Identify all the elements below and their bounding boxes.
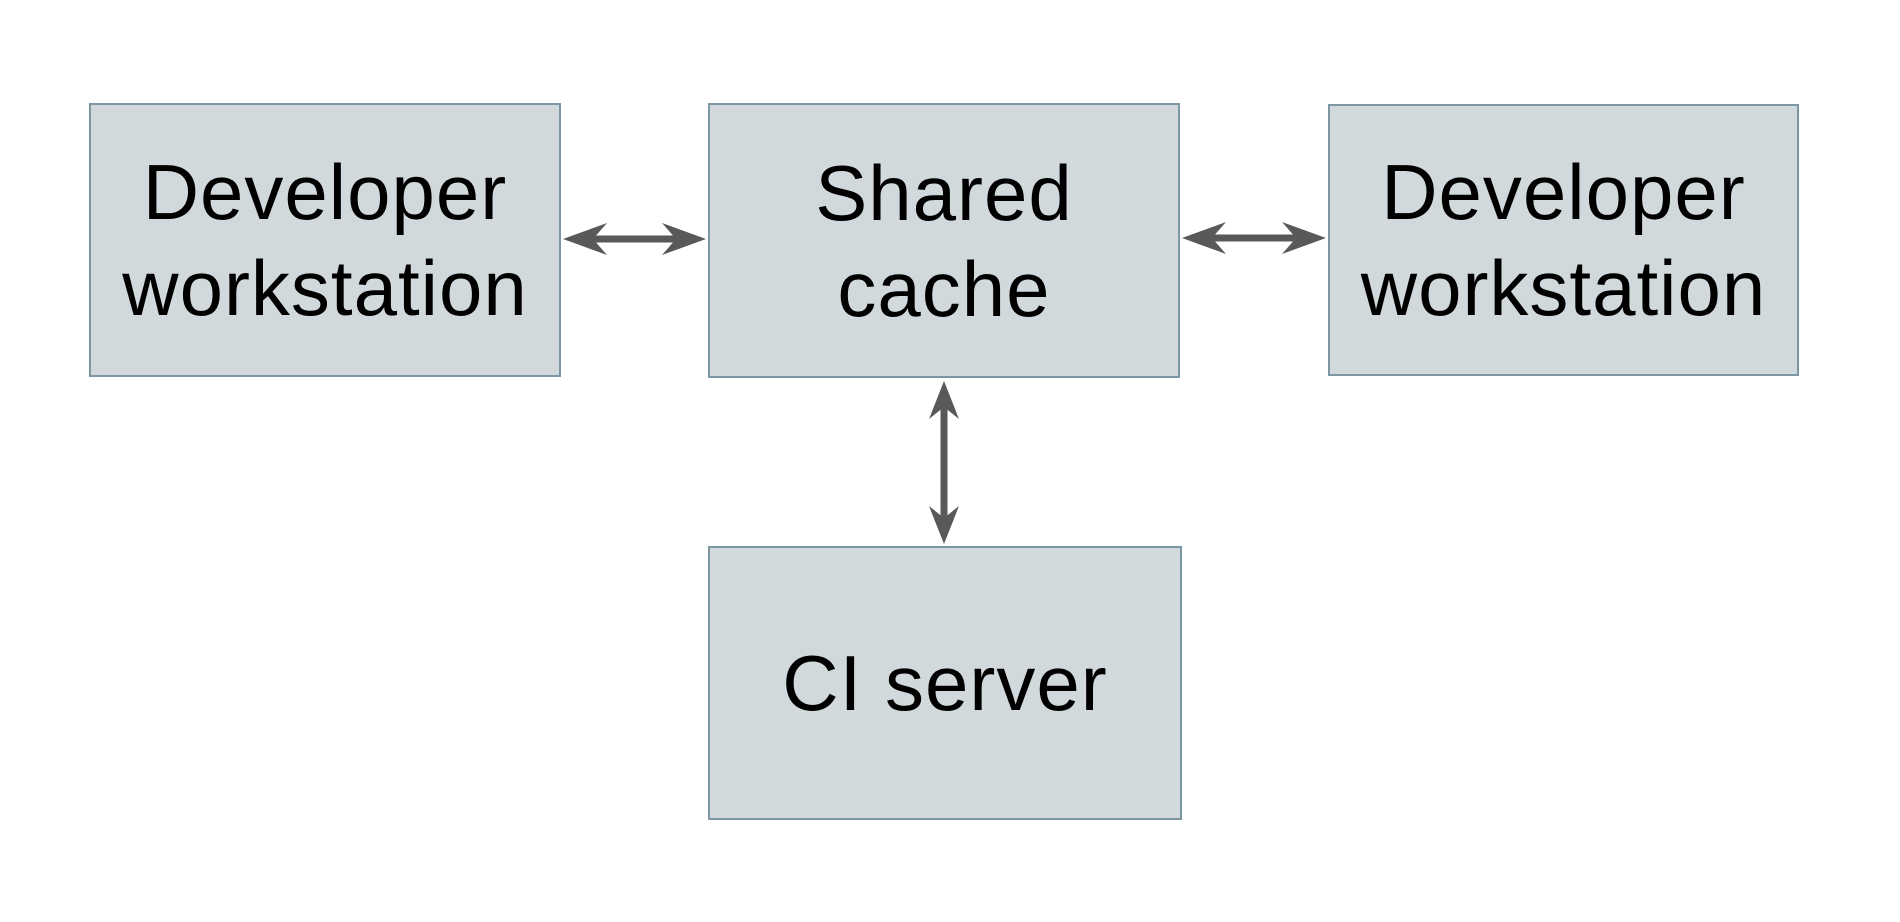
node-developer-workstation-right: Developer workstation bbox=[1328, 104, 1799, 376]
node-ci-server: CI server bbox=[708, 546, 1182, 820]
node-developer-workstation-left: Developer workstation bbox=[89, 103, 561, 377]
node-shared-cache: Shared cache bbox=[708, 103, 1180, 378]
edge-devleft-sharedcache-bidirectional-arrow bbox=[563, 223, 706, 255]
node-label-ci-server: CI server bbox=[782, 639, 1108, 727]
node-label-shared-cache: Shared cache bbox=[815, 148, 1073, 333]
edge-sharedcache-ciserver-bidirectional-arrow bbox=[929, 381, 959, 544]
node-label-developer-workstation-left: Developer workstation bbox=[122, 148, 528, 332]
edge-sharedcache-devright-bidirectional-arrow bbox=[1182, 222, 1326, 254]
node-label-developer-workstation-right: Developer workstation bbox=[1360, 148, 1767, 332]
